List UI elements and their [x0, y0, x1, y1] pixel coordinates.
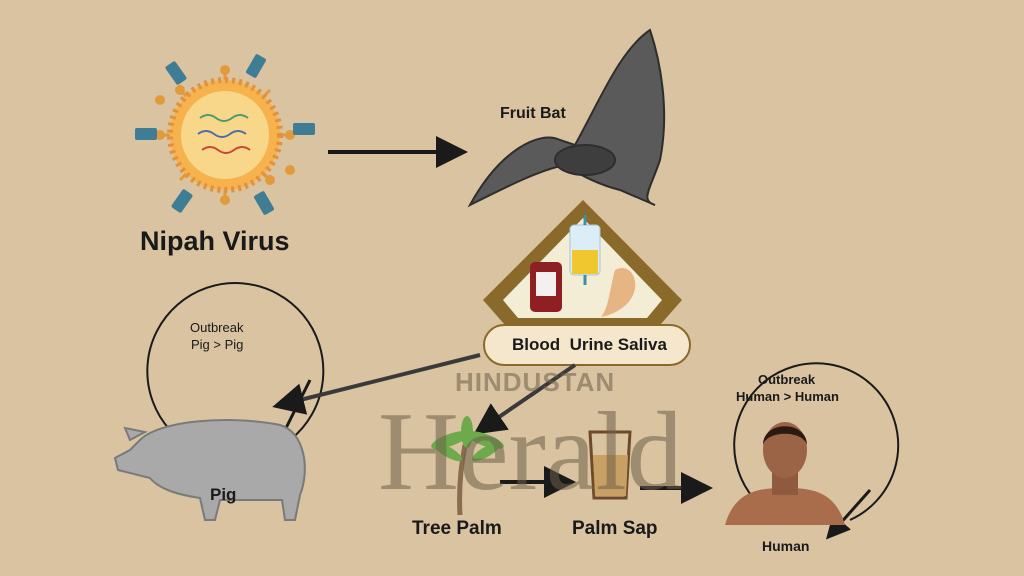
palm-sap-cup-icon [588, 430, 632, 500]
human-cycle-arrow [826, 489, 872, 540]
pig-icon [113, 419, 306, 521]
pig-outbreak-cycle [146, 282, 325, 441]
palm-tree-icon [431, 416, 504, 516]
human-icon [725, 422, 845, 525]
body-fluids-label: Blood Urine Saliva [512, 335, 667, 354]
tree-palm-label: Tree Palm [412, 518, 502, 539]
nipah-virus-label: Nipah Virus [140, 226, 290, 256]
pig-outbreak-detail: Pig > Pig [191, 337, 244, 352]
human-outbreak-detail: Human > Human [736, 389, 839, 404]
human-outbreak-cycle [733, 362, 900, 521]
fruit-bat-label: Fruit Bat [500, 105, 566, 122]
pig-outbreak-title: Outbreak [190, 320, 244, 335]
human-label: Human [762, 538, 810, 554]
pig-label: Pig [210, 485, 237, 504]
virus-icon [135, 54, 315, 215]
body-fluids-icon [483, 200, 682, 325]
watermark-main: Herald [378, 390, 683, 514]
human-outbreak-title: Outbreak [758, 372, 816, 387]
palm-sap-label: Palm Sap [572, 518, 658, 539]
fluids-label-box [483, 324, 691, 366]
watermark-top: HINDUSTAN [455, 367, 616, 397]
fruit-bat-icon [467, 28, 666, 208]
arrows [272, 136, 713, 504]
